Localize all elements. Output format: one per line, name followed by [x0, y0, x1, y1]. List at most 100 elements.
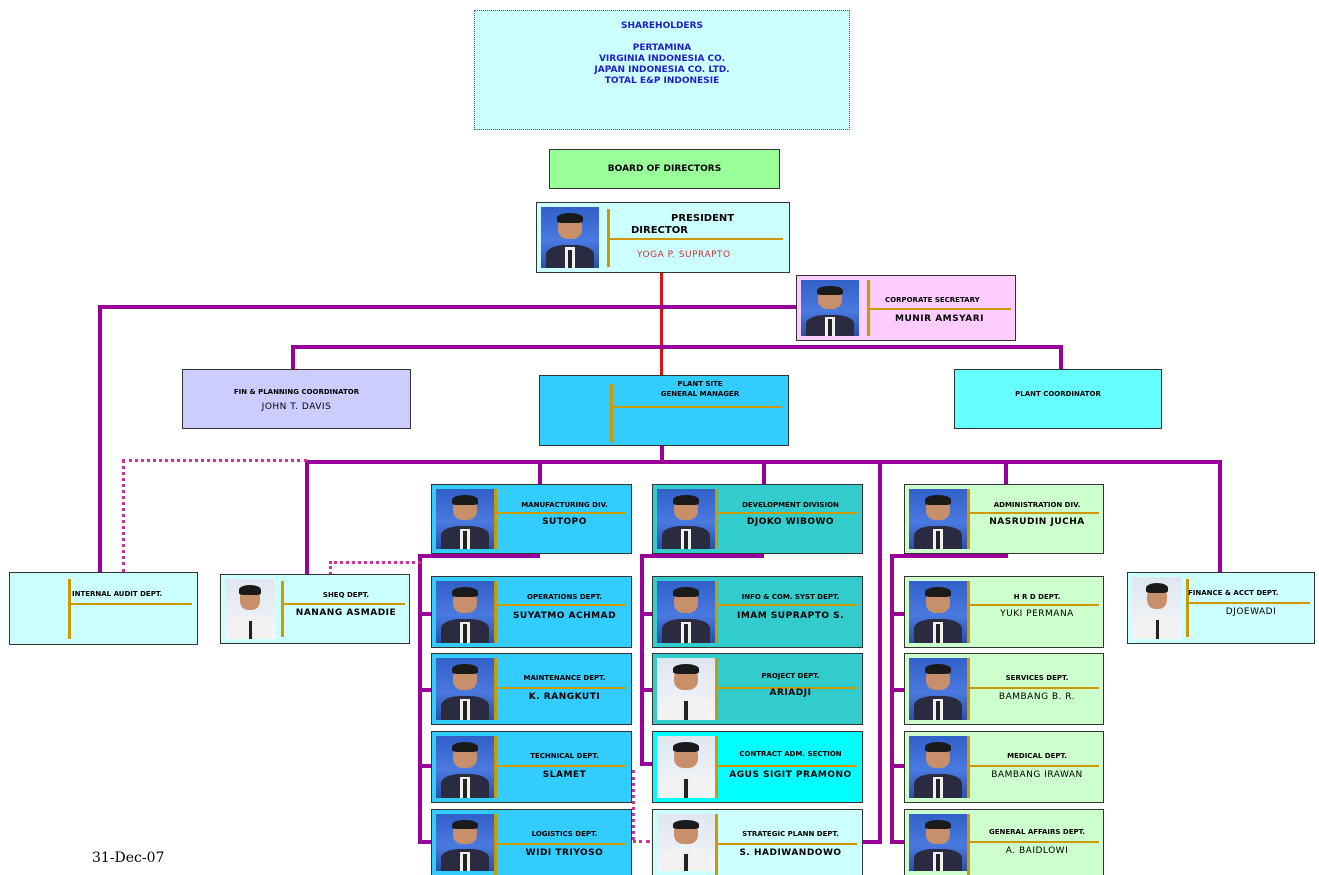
connector-operations	[418, 612, 432, 616]
dotted-link-sheq	[329, 561, 421, 564]
connector-administration-drop	[1004, 460, 1008, 484]
manufacturing-div-box: MANUFACTURING DIV. SUTOPO	[431, 484, 632, 554]
shareholders-box: SHAREHOLDERS PERTAMINA VIRGINIA INDONESI…	[474, 10, 850, 130]
shareholders-heading: SHAREHOLDERS	[620, 21, 703, 31]
technical-photo	[436, 736, 494, 798]
fin-planning-name: JOHN T. DAVIS	[261, 402, 332, 412]
president-photo	[541, 207, 599, 268]
president-title-2: DIRECTOR	[631, 225, 688, 236]
logistics-dept-box: LOGISTICS DEPT. WIDI TRIYOSO	[431, 809, 632, 875]
development-name: DJOKO WIBOWO	[746, 517, 835, 527]
connector-strategic-drop	[878, 460, 882, 842]
medical-dept-box: MEDICAL DEPT. BAMBANG IRAWAN	[904, 731, 1104, 803]
fin-planning-box: FIN & PLANNING COORDINATOR JOHN T. DAVIS	[182, 369, 411, 429]
corporate-secretary-box: CORPORATE SECRETARY MUNIR AMSYARI	[796, 275, 1016, 341]
project-title: PROJECT DEPT.	[761, 672, 820, 680]
connector-internal-audit-drop	[98, 305, 102, 573]
finance-acct-box: FINANCE & ACCT DEPT. DJOEWADI	[1127, 572, 1315, 644]
project-dept-box: PROJECT DEPT. ARIADJI	[652, 653, 863, 725]
secretary-title: CORPORATE SECRETARY	[885, 296, 980, 304]
contract-photo	[657, 736, 715, 798]
plant-site-gm-box: PLANT SITE GENERAL MANAGER	[539, 375, 789, 446]
hrd-name: YUKI PERMANA	[1000, 609, 1074, 619]
general-affairs-title: GENERAL AFFAIRS DEPT.	[988, 828, 1086, 836]
connector-administration-spine	[890, 554, 894, 844]
strategic-plann-box: STRATEGIC PLANN DEPT. S. HADIWANDOWO	[652, 809, 863, 875]
dotted-link-internal-audit-drop	[122, 459, 125, 573]
operations-dept-box: OPERATIONS DEPT. SUYATMO ACHMAD	[431, 576, 632, 648]
connector-info-com	[640, 612, 654, 616]
contract-title: CONTRACT ADM. SECTION	[739, 750, 842, 758]
sheq-box: SHEQ DEPT. NANANG ASMADIE	[220, 574, 410, 644]
connector-gm-down	[660, 446, 664, 462]
connector-general-affairs	[890, 840, 904, 844]
board-of-directors-box: BOARD OF DIRECTORS	[549, 149, 780, 189]
dotted-link-strategic	[632, 770, 635, 840]
shareholder-item: VIRGINIA INDONESIA CO.	[598, 54, 726, 64]
manufacturing-title: MANUFACTURING DIV.	[521, 501, 608, 509]
connector-manufacturing-drop	[538, 460, 542, 484]
connector-plant-coordinator-drop	[1059, 345, 1063, 369]
plant-coordinator-title: PLANT COORDINATOR	[1015, 390, 1101, 398]
logistics-name: WIDI TRIYOSO	[525, 848, 604, 858]
finance-title: FINANCE & ACCT DEPT.	[1188, 589, 1279, 597]
general-affairs-photo	[909, 814, 967, 871]
administration-photo	[909, 489, 967, 549]
administration-div-box: ADMINISTRATION DIV. NASRUDIN JUCHA	[904, 484, 1104, 554]
internal-audit-title: INTERNAL AUDIT DEPT.	[72, 590, 163, 598]
connector-development-spine	[640, 554, 644, 766]
sheq-title: SHEQ DEPT.	[322, 591, 370, 599]
finance-photo	[1132, 577, 1182, 639]
contract-name: AGUS SIGIT PRAMONO	[729, 770, 852, 780]
connector-medical	[890, 764, 904, 768]
sheq-name: NANANG ASMADIE	[295, 608, 397, 618]
shareholder-item: JAPAN INDONESIA CO. LTD.	[594, 65, 730, 75]
connector-development-drop	[762, 460, 766, 484]
connector-fin-planning-drop	[291, 345, 295, 369]
internal-audit-box: INTERNAL AUDIT DEPT.	[9, 572, 198, 645]
operations-name: SUYATMO ACHMAD	[512, 611, 617, 621]
contract-adm-box: CONTRACT ADM. SECTION AGUS SIGIT PRAMONO	[652, 731, 863, 803]
secretary-photo	[801, 280, 859, 336]
technical-dept-box: TECHNICAL DEPT. SLAMET	[431, 731, 632, 803]
connector-finance-drop	[1218, 460, 1222, 572]
administration-name: NASRUDIN JUCHA	[989, 517, 1085, 527]
maintenance-photo	[436, 658, 494, 720]
dotted-link-internal-audit	[122, 459, 307, 462]
services-photo	[909, 658, 967, 720]
strategic-name: S. HADIWANDOWO	[739, 848, 842, 858]
connector-contract	[640, 762, 654, 766]
fin-planning-title: FIN & PLANNING COORDINATOR	[233, 388, 360, 396]
maintenance-dept-box: MAINTENANCE DEPT. K. RANGKUTI	[431, 653, 632, 725]
development-title: DEVELOPMENT DIVISION	[742, 501, 839, 509]
shareholder-item: PERTAMINA	[632, 43, 692, 53]
connector-logistics	[418, 840, 432, 844]
logistics-photo	[436, 814, 494, 871]
info-com-name: IMAM SUPRAPTO S.	[736, 611, 845, 621]
connector-administration-top	[890, 554, 1008, 558]
sheq-photo	[225, 579, 275, 639]
president-title-1: PRESIDENT	[671, 213, 735, 224]
hrd-dept-box: H R D DEPT. YUKI PERMANA	[904, 576, 1104, 648]
plant-site-title-2: GENERAL MANAGER	[660, 390, 740, 398]
services-name: BAMBANG B. R.	[998, 692, 1076, 702]
secretary-name: MUNIR AMSYARI	[895, 314, 985, 324]
hrd-photo	[909, 581, 967, 643]
general-affairs-dept-box: GENERAL AFFAIRS DEPT. A. BAIDLOWI	[904, 809, 1104, 875]
administration-title: ADMINISTRATION DIV.	[993, 501, 1081, 509]
connector-strategic-horizontal	[860, 840, 882, 844]
development-div-box: DEVELOPMENT DIVISION DJOKO WIBOWO	[652, 484, 863, 554]
project-photo	[657, 658, 715, 720]
hrd-title: H R D DEPT.	[1013, 593, 1061, 601]
strategic-title: STRATEGIC PLANN DEPT.	[742, 830, 839, 838]
strategic-photo	[657, 814, 715, 871]
general-affairs-name: A. BAIDLOWI	[1005, 846, 1069, 856]
services-title: SERVICES DEPT.	[1005, 674, 1069, 682]
operations-photo	[436, 581, 494, 643]
board-label: BOARD OF DIRECTORS	[607, 164, 722, 174]
connector-top-horizontal	[98, 305, 800, 309]
connector-coordinators-horizontal	[291, 345, 1063, 349]
connector-manufacturing-spine	[418, 554, 422, 844]
connector-services	[890, 688, 904, 692]
manufacturing-name: SUTOPO	[542, 517, 587, 527]
